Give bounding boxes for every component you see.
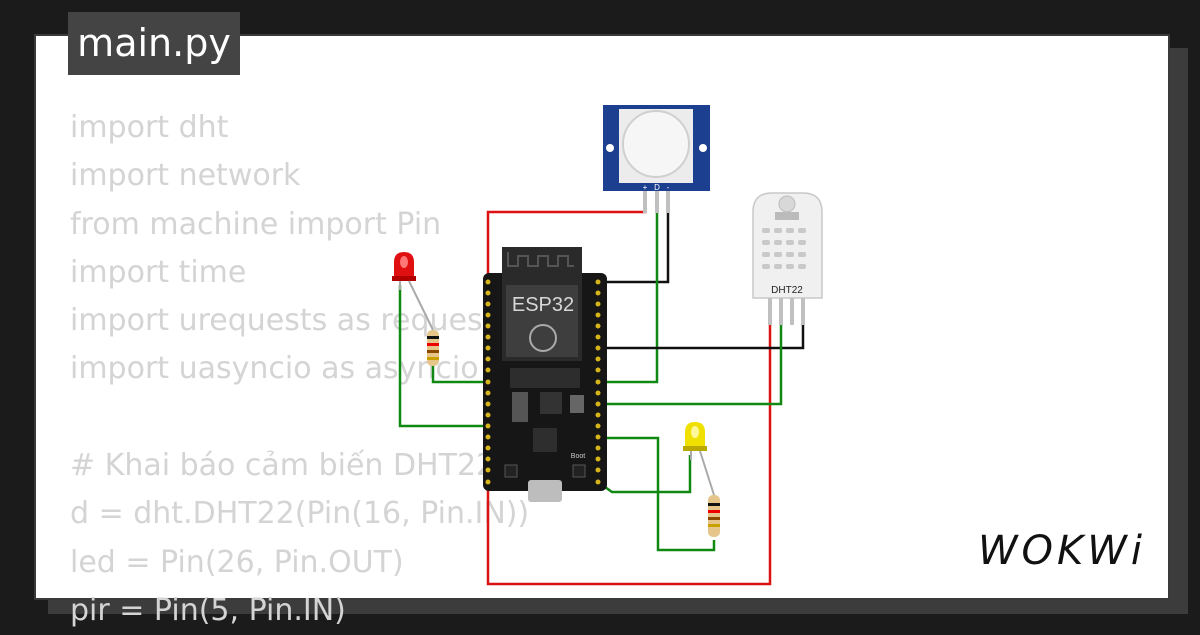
- pir-pin-gnd: -: [667, 183, 670, 192]
- code-line: import dht: [70, 110, 229, 145]
- wire-black-dht: [598, 325, 805, 350]
- pir-lens-icon: [622, 110, 690, 178]
- boot-label: Boot: [571, 453, 585, 460]
- pin-header-left: [485, 279, 491, 485]
- esp32-label: ESP32: [512, 294, 574, 316]
- code-background: import dht import network from machine imp…: [70, 104, 529, 635]
- code-line: import uasyncio as asyncio: [70, 351, 479, 387]
- code-line: from machine import Pin: [70, 206, 442, 242]
- wire-red-bottom: [486, 325, 772, 586]
- pir-pin-vcc: +: [643, 183, 648, 192]
- dht22-sensor[interactable]: DHT22: [752, 192, 823, 325]
- code-line: d = dht.DHT22(Pin(16, Pin.IN)): [70, 496, 530, 532]
- wire-green-dht: [598, 325, 783, 406]
- code-line: # Khai báo cảm biến DHT22: [70, 448, 496, 484]
- resistor-red-led[interactable]: [427, 330, 439, 366]
- wire-black-pir: [598, 193, 670, 284]
- wire-green-led-yellow-gnd: [597, 455, 692, 494]
- wire-green-led-yellow: [598, 436, 716, 552]
- esp32-board[interactable]: ESP32 Boot: [483, 247, 607, 502]
- code-line: import network: [70, 158, 301, 194]
- usb-port: [528, 480, 562, 502]
- pir-sensor[interactable]: + D -: [603, 105, 710, 213]
- led-yellow[interactable]: [683, 422, 715, 496]
- wire-green-led-red-gnd: [398, 285, 488, 428]
- pin-header-right: [595, 279, 601, 485]
- code-line: import urequests as requests: [70, 303, 511, 339]
- wire-green-led-red: [431, 365, 488, 384]
- led-red[interactable]: [392, 252, 434, 331]
- file-tab[interactable]: main.py: [68, 12, 240, 75]
- espressif-logo-icon: [529, 324, 557, 352]
- resistor-yellow-led[interactable]: [708, 495, 720, 537]
- code-line: led = Pin(26, Pin.OUT): [70, 544, 404, 580]
- code-line: import time: [70, 254, 247, 290]
- wokwi-logo: WOKWi: [978, 528, 1146, 574]
- wire-green-pir: [598, 193, 659, 384]
- dht22-label: DHT22: [771, 285, 803, 296]
- pir-pin-data: D: [654, 183, 660, 192]
- code-line: pir = Pin(5, Pin.IN): [70, 592, 346, 628]
